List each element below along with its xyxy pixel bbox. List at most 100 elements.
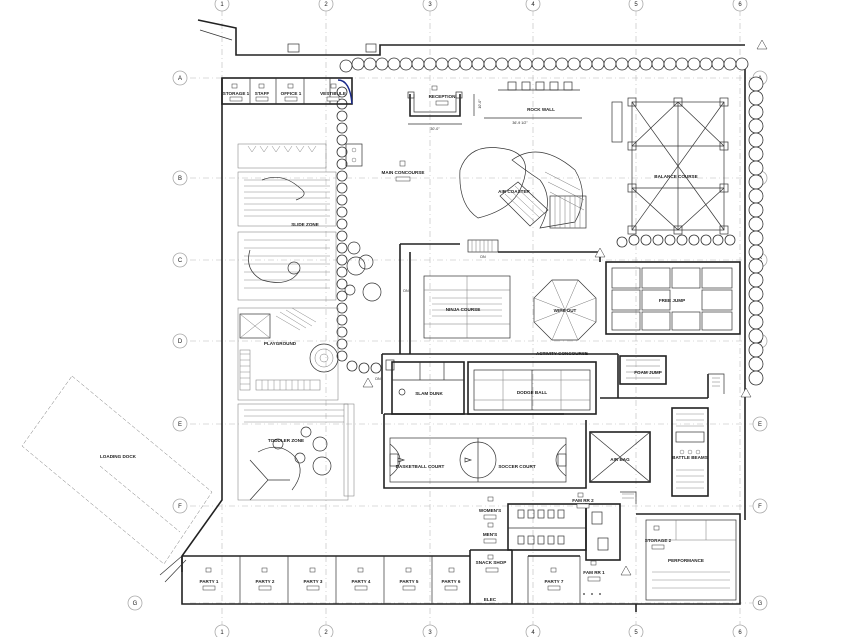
svg-text:G: G xyxy=(758,601,763,607)
svg-text:6: 6 xyxy=(738,2,742,8)
svg-text:4: 4 xyxy=(531,630,535,636)
party-rooms xyxy=(182,555,581,604)
svg-text:PARTY 1: PARTY 1 xyxy=(200,579,219,584)
grid-bubble-row-c: C xyxy=(172,252,188,268)
svg-text:ELEC: ELEC xyxy=(484,597,497,602)
tree-row-top xyxy=(339,57,749,73)
grid-bubble-row-f-right: F xyxy=(752,498,768,514)
room-tag-reception: RECEPTION xyxy=(429,85,456,106)
svg-text:5: 5 xyxy=(634,2,638,8)
svg-text:VESTIBULE: VESTIBULE xyxy=(320,91,346,96)
loading-dock: LOADING DOCK xyxy=(21,375,213,565)
toddler-zone: TODDLER ZONE xyxy=(237,403,355,501)
svg-text:RECEPTION: RECEPTION xyxy=(429,94,456,99)
grid-bubble-row-d: D xyxy=(172,333,188,349)
landscape-spheres xyxy=(344,241,382,302)
battle-beams: BATTLE BEAMS xyxy=(671,407,709,497)
svg-text:PARTY 4: PARTY 4 xyxy=(352,579,371,584)
svg-text:STAFF: STAFF xyxy=(255,91,270,96)
slide-zone: SLIDE ZONE xyxy=(237,143,363,301)
room-tag-fam-rr-1: FAM RR 1 xyxy=(583,560,605,582)
grid-bubble-col-3-bottom: 3 xyxy=(422,624,438,637)
svg-text:A: A xyxy=(178,76,182,82)
grid-bubble-col-3: 3 xyxy=(422,0,438,12)
svg-text:10'-0": 10'-0" xyxy=(478,99,482,109)
grid-bubble-col-5: 5 xyxy=(628,0,644,12)
svg-text:SLIDE ZONE: SLIDE ZONE xyxy=(291,222,319,227)
grid-bubble-col-4-bottom: 4 xyxy=(525,624,541,637)
slam-dunk: SLAM DUNK xyxy=(391,361,465,415)
wipe-out: WIPE OUT xyxy=(533,279,597,341)
svg-text:DN: DN xyxy=(375,377,381,381)
grid-bubble-row-f: F xyxy=(172,498,188,514)
grid-bubbles: 1 2 3 4 5 6 1 2 3 4 5 6 A B C D E F G A … xyxy=(127,0,768,637)
room-tag-staff: STAFF xyxy=(255,83,270,102)
svg-text:B: B xyxy=(178,176,182,182)
grid-bubble-col-2-bottom: 2 xyxy=(318,624,334,637)
svg-text:OFFICE 1: OFFICE 1 xyxy=(281,91,302,96)
svg-text:3: 3 xyxy=(428,630,432,636)
svg-text:D: D xyxy=(178,339,183,345)
svg-text:PARTY 3: PARTY 3 xyxy=(304,579,323,584)
grid-bubble-col-2: 2 xyxy=(318,0,334,12)
svg-text:E: E xyxy=(178,422,182,428)
room-tag-party-7: PARTY 7 xyxy=(545,567,564,591)
svg-text:ACTIVITY CONCOURSE: ACTIVITY CONCOURSE xyxy=(536,351,588,356)
tree-row-right xyxy=(748,76,764,386)
section-markers xyxy=(362,39,768,576)
svg-text:SNACK SHOP: SNACK SHOP xyxy=(476,560,507,565)
room-tag-party-1: PARTY 1 xyxy=(200,567,219,591)
svg-text:MAIN CONCOURSE: MAIN CONCOURSE xyxy=(382,170,425,175)
svg-text:FOAM JUMP: FOAM JUMP xyxy=(634,370,662,375)
air-bag: AIR BAG xyxy=(589,431,651,483)
air-coaster: AIR COASTER xyxy=(459,147,587,229)
grid-bubble-col-5-bottom: 5 xyxy=(628,624,644,637)
room-tag-party-5: PARTY 5 xyxy=(400,567,419,591)
grid-bubble-row-g-right: G xyxy=(752,595,768,611)
svg-text:STORAGE 2: STORAGE 2 xyxy=(645,538,672,543)
svg-text:PARTY 6: PARTY 6 xyxy=(442,579,461,584)
svg-text:AIR BAG: AIR BAG xyxy=(610,457,630,462)
grid-bubble-col-6: 6 xyxy=(732,0,748,12)
room-tag-womens: WOMEN'S xyxy=(479,496,501,520)
room-tag-party-6: PARTY 6 xyxy=(442,567,461,591)
snack-shop: SNACK SHOP ELEC xyxy=(469,549,513,604)
grid-lines xyxy=(190,10,760,628)
room-tag-office-1: OFFICE 1 xyxy=(281,83,302,102)
restroom-block xyxy=(507,491,637,561)
room-tag-vestibule: VESTIBULE xyxy=(320,83,346,102)
svg-text:BALANCE COURSE: BALANCE COURSE xyxy=(654,174,697,179)
room-tag-storage-1: STORAGE 1 xyxy=(223,83,250,102)
svg-text:WIPE OUT: WIPE OUT xyxy=(554,308,577,313)
ninja-course: NINJA COURSE DN DN xyxy=(399,239,601,354)
performance: PERFORMANCE xyxy=(645,519,737,601)
svg-text:BASKETBALL COURT: BASKETBALL COURT xyxy=(396,464,445,469)
svg-text:2: 2 xyxy=(324,2,328,8)
svg-text:FAM RR 1: FAM RR 1 xyxy=(583,570,605,575)
svg-text:MEN'S: MEN'S xyxy=(483,532,497,537)
svg-text:30'-0": 30'-0" xyxy=(430,127,440,131)
grid-bubble-row-a: A xyxy=(172,70,188,86)
svg-text:E: E xyxy=(758,422,762,428)
room-tag-party-4: PARTY 4 xyxy=(352,567,371,591)
free-jump: FREE JUMP xyxy=(605,261,741,335)
svg-text:1: 1 xyxy=(220,630,224,636)
svg-text:2: 2 xyxy=(324,630,328,636)
svg-text:4: 4 xyxy=(531,2,535,8)
balance-course: BALANCE COURSE xyxy=(611,97,729,235)
svg-text:36'-9 1/2": 36'-9 1/2" xyxy=(512,121,528,125)
room-tag-storage-2: STORAGE 2 xyxy=(645,525,672,550)
svg-text:F: F xyxy=(178,504,182,510)
bollard-dots xyxy=(583,593,601,595)
svg-text:FAM RR 2: FAM RR 2 xyxy=(572,498,594,503)
reception-desk: 30'-0" 10'-0" xyxy=(407,91,482,131)
tree-row-balance-course xyxy=(616,234,736,248)
svg-text:WOMEN'S: WOMEN'S xyxy=(479,508,501,513)
svg-text:F: F xyxy=(758,504,762,510)
grid-bubble-col-6-bottom: 6 xyxy=(732,624,748,637)
svg-text:AIR COASTER: AIR COASTER xyxy=(498,189,530,194)
playground: PLAYGROUND xyxy=(237,307,339,401)
grid-bubble-col-4: 4 xyxy=(525,0,541,12)
tree-row-concourse-left xyxy=(336,86,382,374)
